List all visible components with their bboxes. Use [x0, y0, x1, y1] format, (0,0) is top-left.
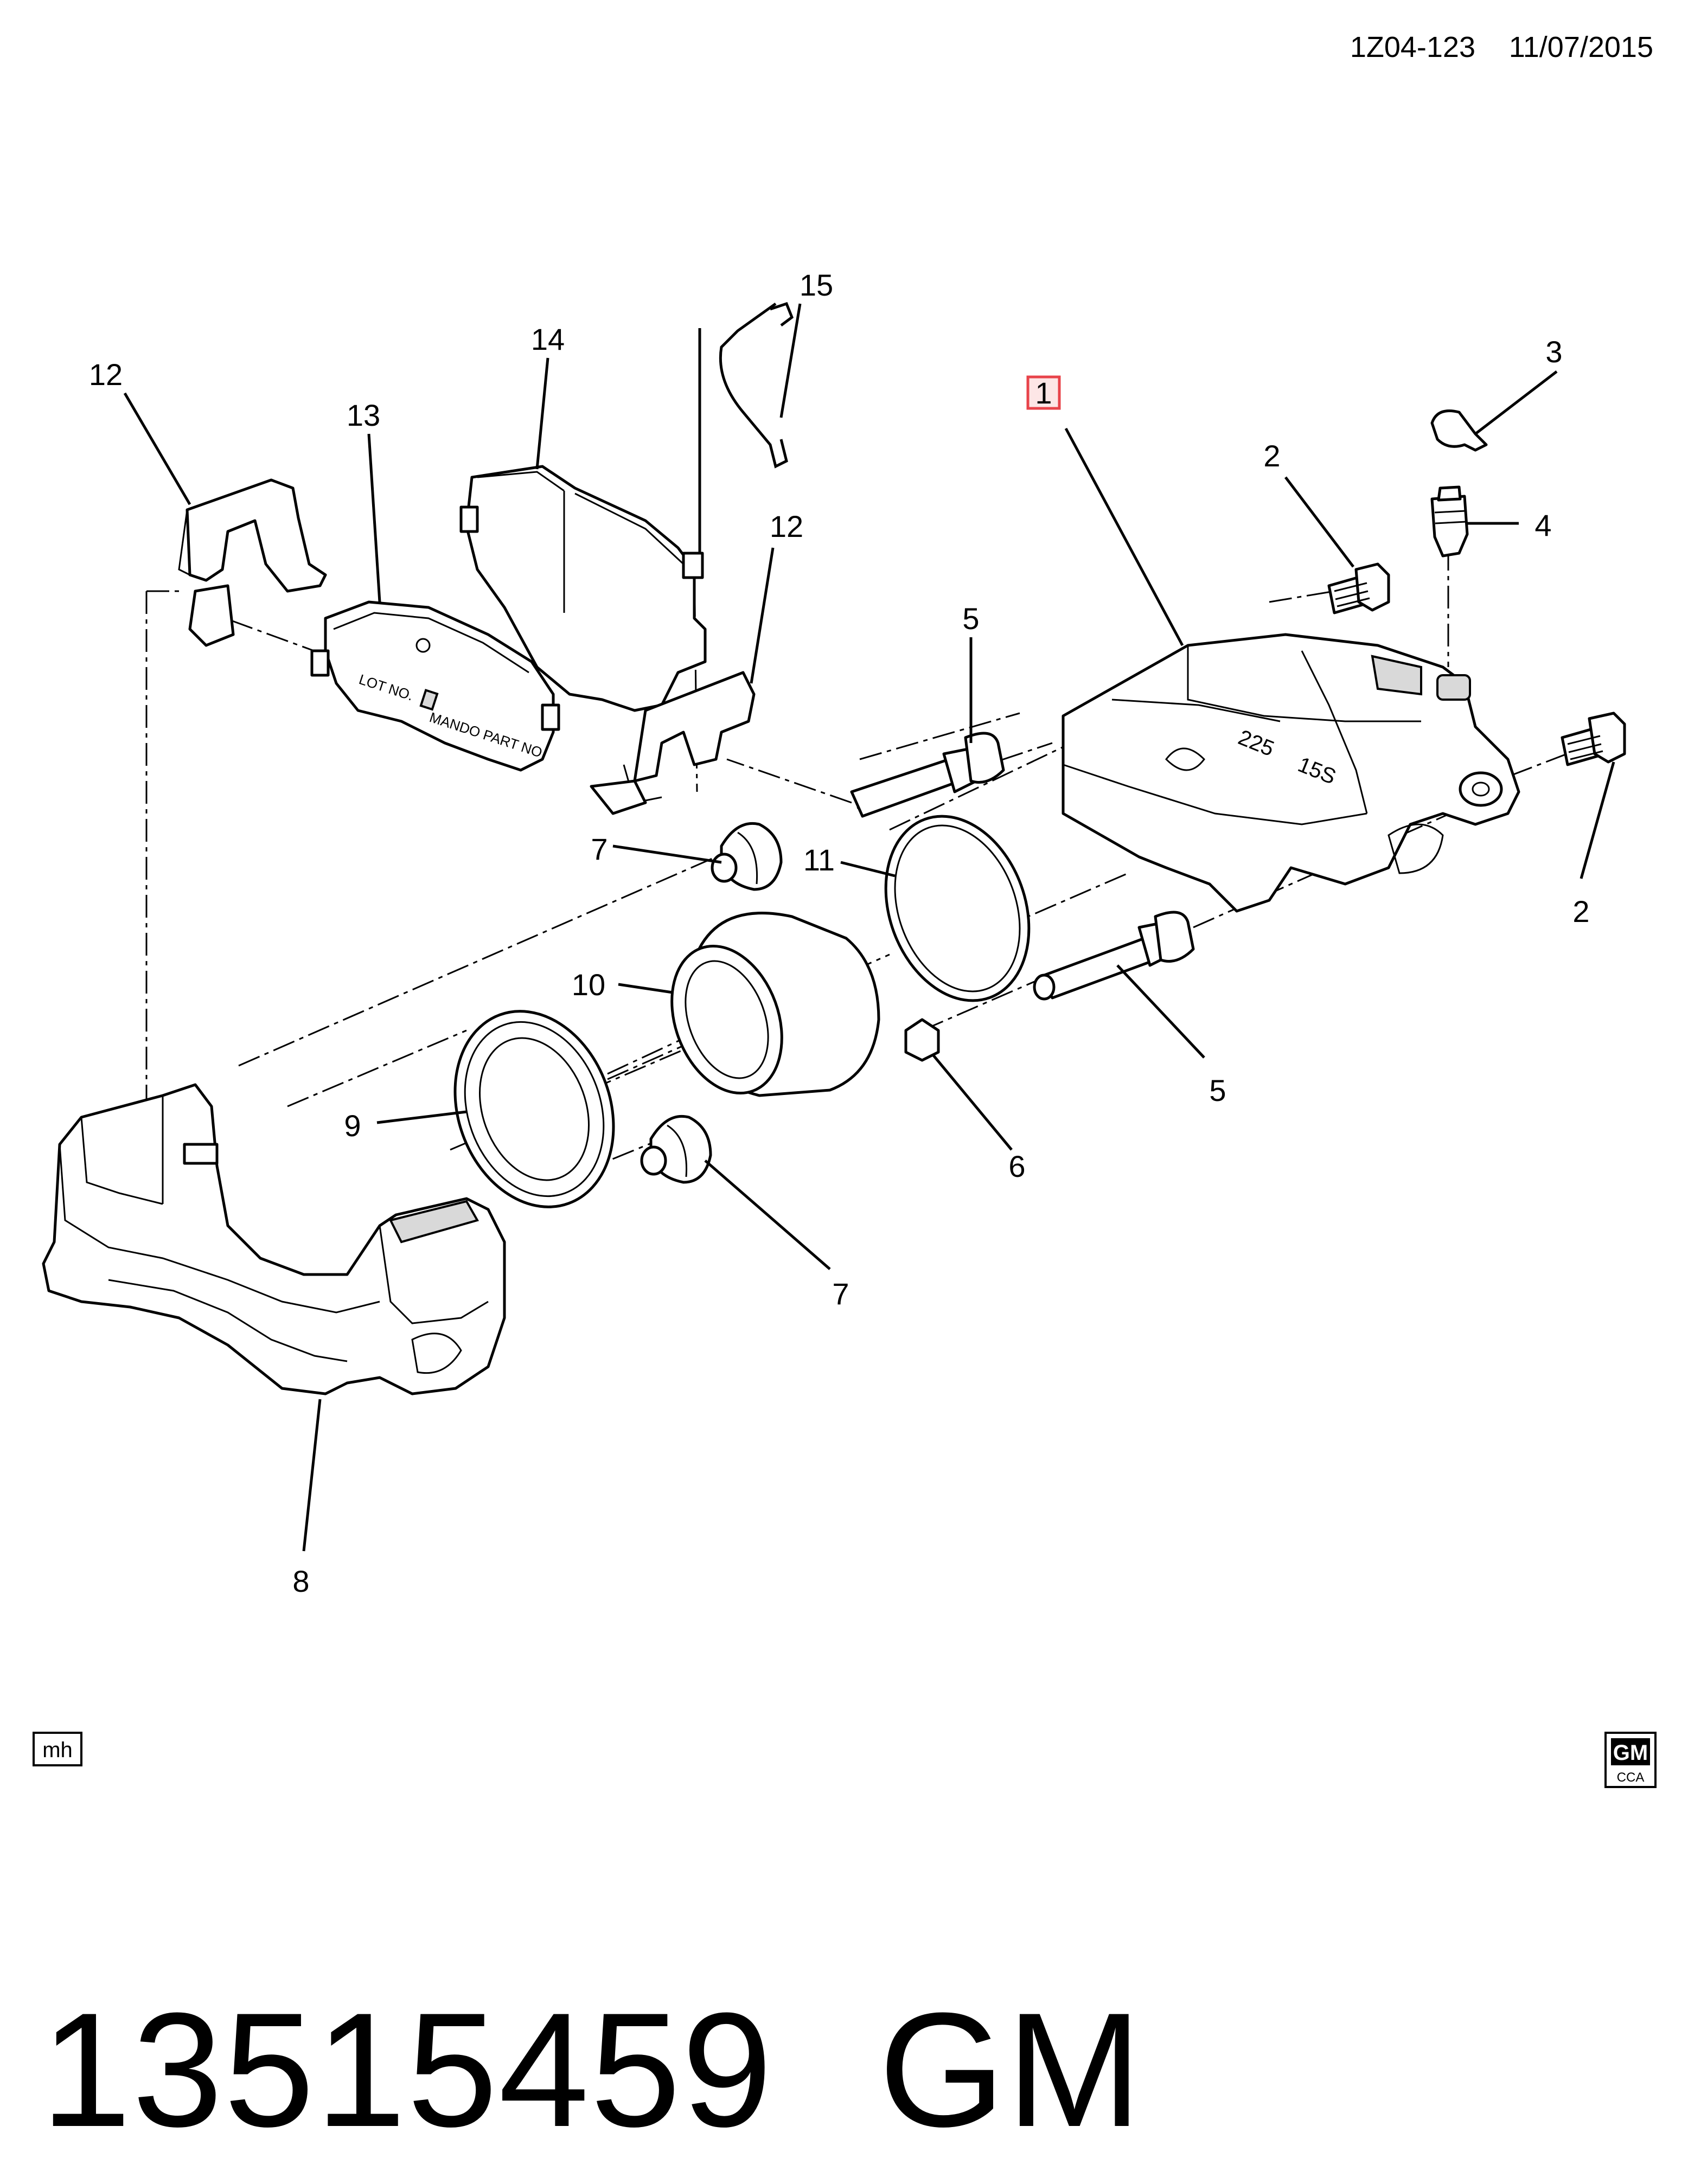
caliper-housing: 225 15S [1062, 633, 1520, 913]
callout-labels: 1 2 2 3 4 5 5 6 7 7 8 9 10 11 12 12 13 1… [89, 268, 1590, 1598]
caliper-piston [670, 912, 880, 1097]
brand-name: GM [879, 1978, 1143, 2161]
callout-6: 6 [1008, 1149, 1025, 1183]
callout-10: 10 [572, 968, 605, 1002]
svg-text:GM: GM [1613, 1741, 1648, 1765]
callout-5-lower: 5 [1209, 1073, 1226, 1107]
guide-pin-upper [850, 732, 1005, 818]
callout-9: 9 [344, 1109, 361, 1143]
piston-seal [884, 815, 1031, 1002]
callout-11: 11 [803, 843, 835, 877]
piston-dust-boot [453, 1010, 615, 1208]
bleeder-valve [1430, 485, 1469, 558]
mh-badge: mh [33, 1732, 82, 1766]
caliper-bracket [42, 1083, 506, 1395]
bleeder-valve-cap [1430, 409, 1488, 452]
pad-abutment-clip-right [590, 671, 756, 815]
guide-pin-boot-lower [640, 1115, 712, 1184]
callout-2-lower: 2 [1572, 894, 1589, 928]
outer-brake-pad [459, 465, 707, 712]
callout-12-right: 12 [770, 509, 803, 543]
callout-7-upper: 7 [591, 832, 608, 866]
callout-8: 8 [292, 1564, 309, 1598]
callout-3: 3 [1545, 335, 1562, 369]
leader-lines [123, 303, 1615, 1552]
callout-1: 1 [1035, 376, 1052, 410]
callout-15: 15 [800, 268, 833, 302]
gm-cca-logo: GM CCA [1604, 1732, 1657, 1788]
svg-text:mh: mh [42, 1738, 73, 1762]
guide-pin-bushing [904, 1018, 940, 1062]
guide-pin-lower [1033, 911, 1195, 1001]
callout-4: 4 [1534, 508, 1551, 542]
callout-1-highlight [1026, 375, 1061, 410]
inner-brake-pad: LOT NO. MANDO PART NO. [310, 600, 560, 772]
callout-13: 13 [347, 398, 380, 432]
callout-5-upper: 5 [962, 601, 979, 636]
caliper-bolt-upper [1327, 562, 1390, 614]
callout-7-lower: 7 [832, 1277, 849, 1311]
svg-text:CCA: CCA [1617, 1770, 1645, 1785]
caliper-bolt-lower [1561, 712, 1626, 766]
callout-14: 14 [531, 322, 565, 356]
drawing-id: 1Z04-123 [1350, 31, 1475, 63]
pad-abutment-clip-left [178, 478, 327, 647]
drawing-date: 11/07/2015 [1509, 31, 1653, 63]
anti-rattle-spring [698, 302, 794, 559]
part-number: 13515459 [41, 1978, 773, 2161]
guide-pin-boot-upper [711, 822, 783, 891]
callout-12-left: 12 [89, 357, 123, 392]
callout-2-upper: 2 [1263, 439, 1280, 473]
